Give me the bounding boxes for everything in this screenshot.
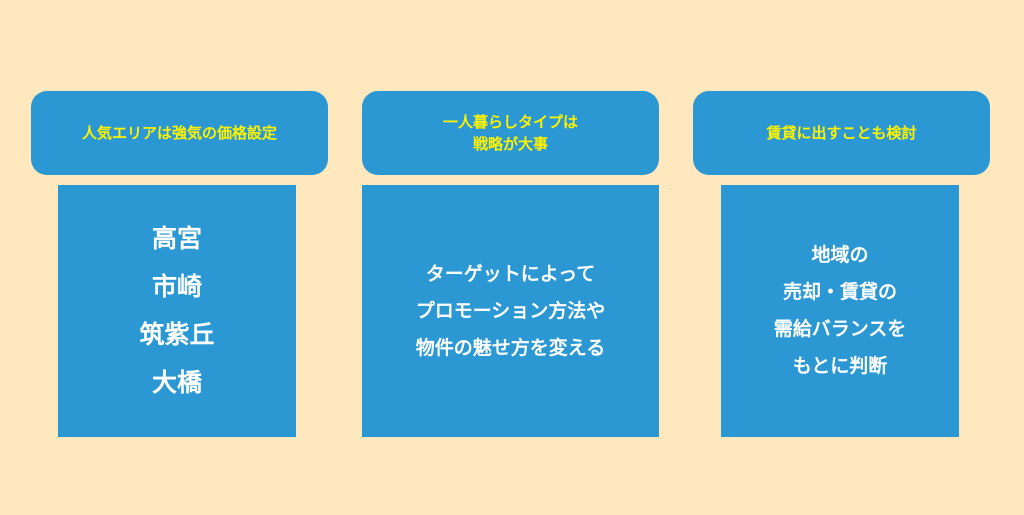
- header-rental-option: 賃貸に出すことも検討: [693, 91, 990, 175]
- header-single-type: 一人暮らしタイプは 戦略が大事: [362, 91, 659, 175]
- body-area-names: 高宮 市崎 筑紫丘 大橋: [58, 185, 296, 437]
- header-popular-area: 人気エリアは強気の価格設定: [31, 91, 328, 175]
- body-supply-demand: 地域の 売却・賃貸の 需給バランスを もとに判断: [721, 185, 959, 437]
- body-target-strategy: ターゲットによって プロモーション方法や 物件の魅せ方を変える: [362, 185, 659, 437]
